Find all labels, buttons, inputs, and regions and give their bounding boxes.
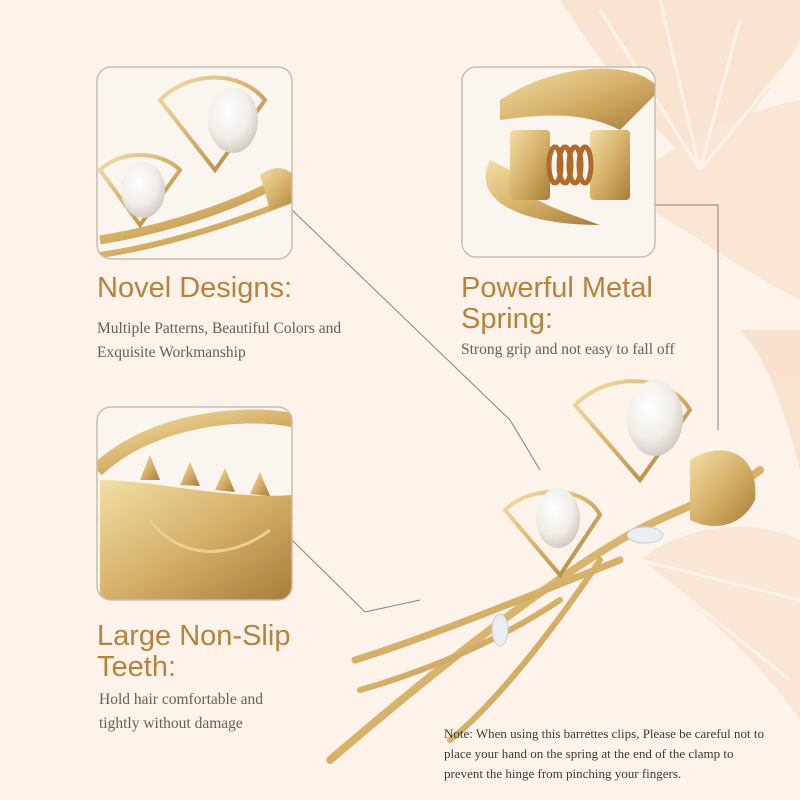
metal-spring-desc: Strong grip and not easy to fall off xyxy=(461,341,675,358)
non-slip-teeth-title-line-1: Large Non-Slip xyxy=(97,620,291,652)
gold-ginkgo-hair-clip-icon xyxy=(326,379,764,764)
note-line-2: place your hand on the spring at the end… xyxy=(444,746,734,761)
non-slip-teeth-image xyxy=(97,407,292,600)
connector-lines xyxy=(291,204,719,613)
novel-designs-title: Novel Designs: xyxy=(97,272,293,304)
non-slip-teeth-desc-line-2: tightly without damage xyxy=(99,715,243,732)
metal-spring-image xyxy=(462,67,655,257)
metal-spring-title-line-2: Spring: xyxy=(461,303,553,335)
non-slip-teeth-title-line-2: Teeth: xyxy=(97,651,176,683)
note-line-3: prevent the hinge from pinching your fin… xyxy=(444,766,682,781)
note-line-1: Note: When using this barrettes clips, P… xyxy=(444,726,764,741)
novel-designs-desc-line-1: Multiple Patterns, Beautiful Colors and xyxy=(97,320,342,337)
novel-designs-image xyxy=(97,67,292,259)
metal-spring-title-line-1: Powerful Metal xyxy=(461,272,653,304)
background-ginkgo-decoration xyxy=(560,0,800,720)
safety-note: Note: When using this barrettes clips, P… xyxy=(444,724,794,784)
novel-designs-desc-line-2: Exquisite Workmanship xyxy=(97,344,246,361)
non-slip-teeth-desc-line-1: Hold hair comfortable and xyxy=(99,691,263,708)
